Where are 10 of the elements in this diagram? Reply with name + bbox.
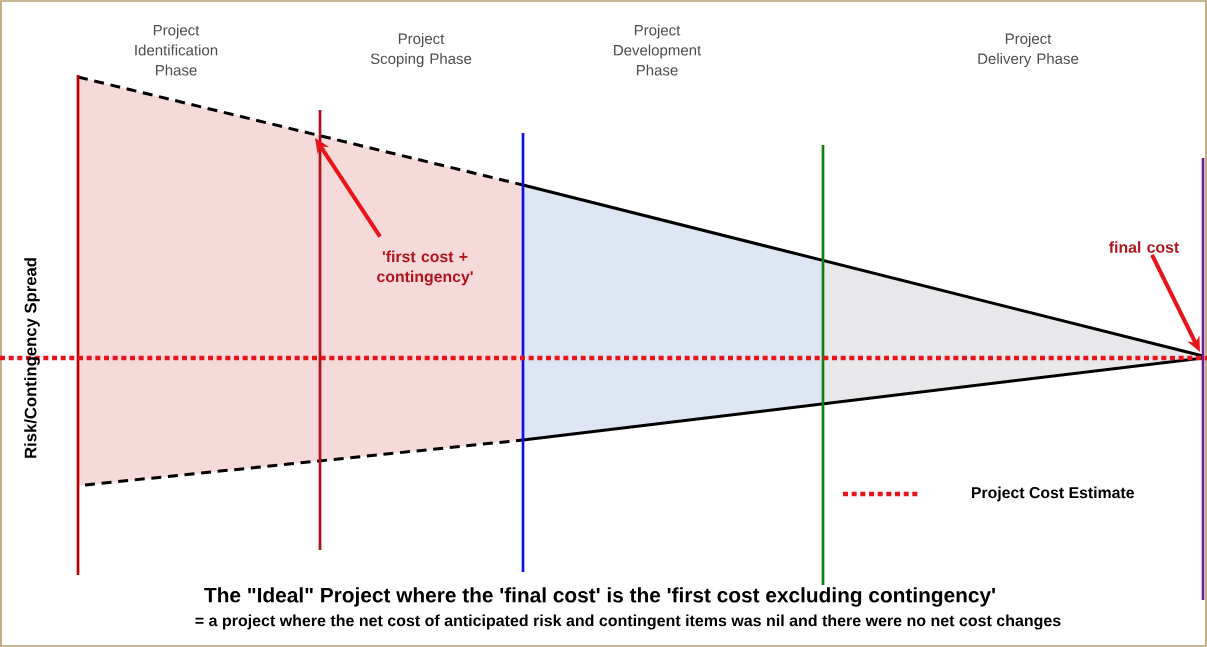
callout-text: final cost <box>1109 241 1179 253</box>
caption: = a project where the net cost of anticipated risk and contingent items was nil and there were no net cost changes <box>195 614 1061 630</box>
legend-label: Project Cost Estimate <box>971 486 1134 502</box>
axis-label: Risk/Contingency Spread <box>24 258 40 458</box>
phase-label: Project Scoping Phase <box>370 33 472 67</box>
phase-label: Project Identification Phase <box>135 24 218 76</box>
callout-text: 'first cost + contingency' <box>377 250 473 286</box>
title: The "Ideal" Project where the 'final cost' is the 'first cost excluding contingency' <box>204 587 995 607</box>
phase-label: Project Development Phase <box>614 24 702 76</box>
phase-label: Project Delivery Phase <box>978 33 1079 67</box>
